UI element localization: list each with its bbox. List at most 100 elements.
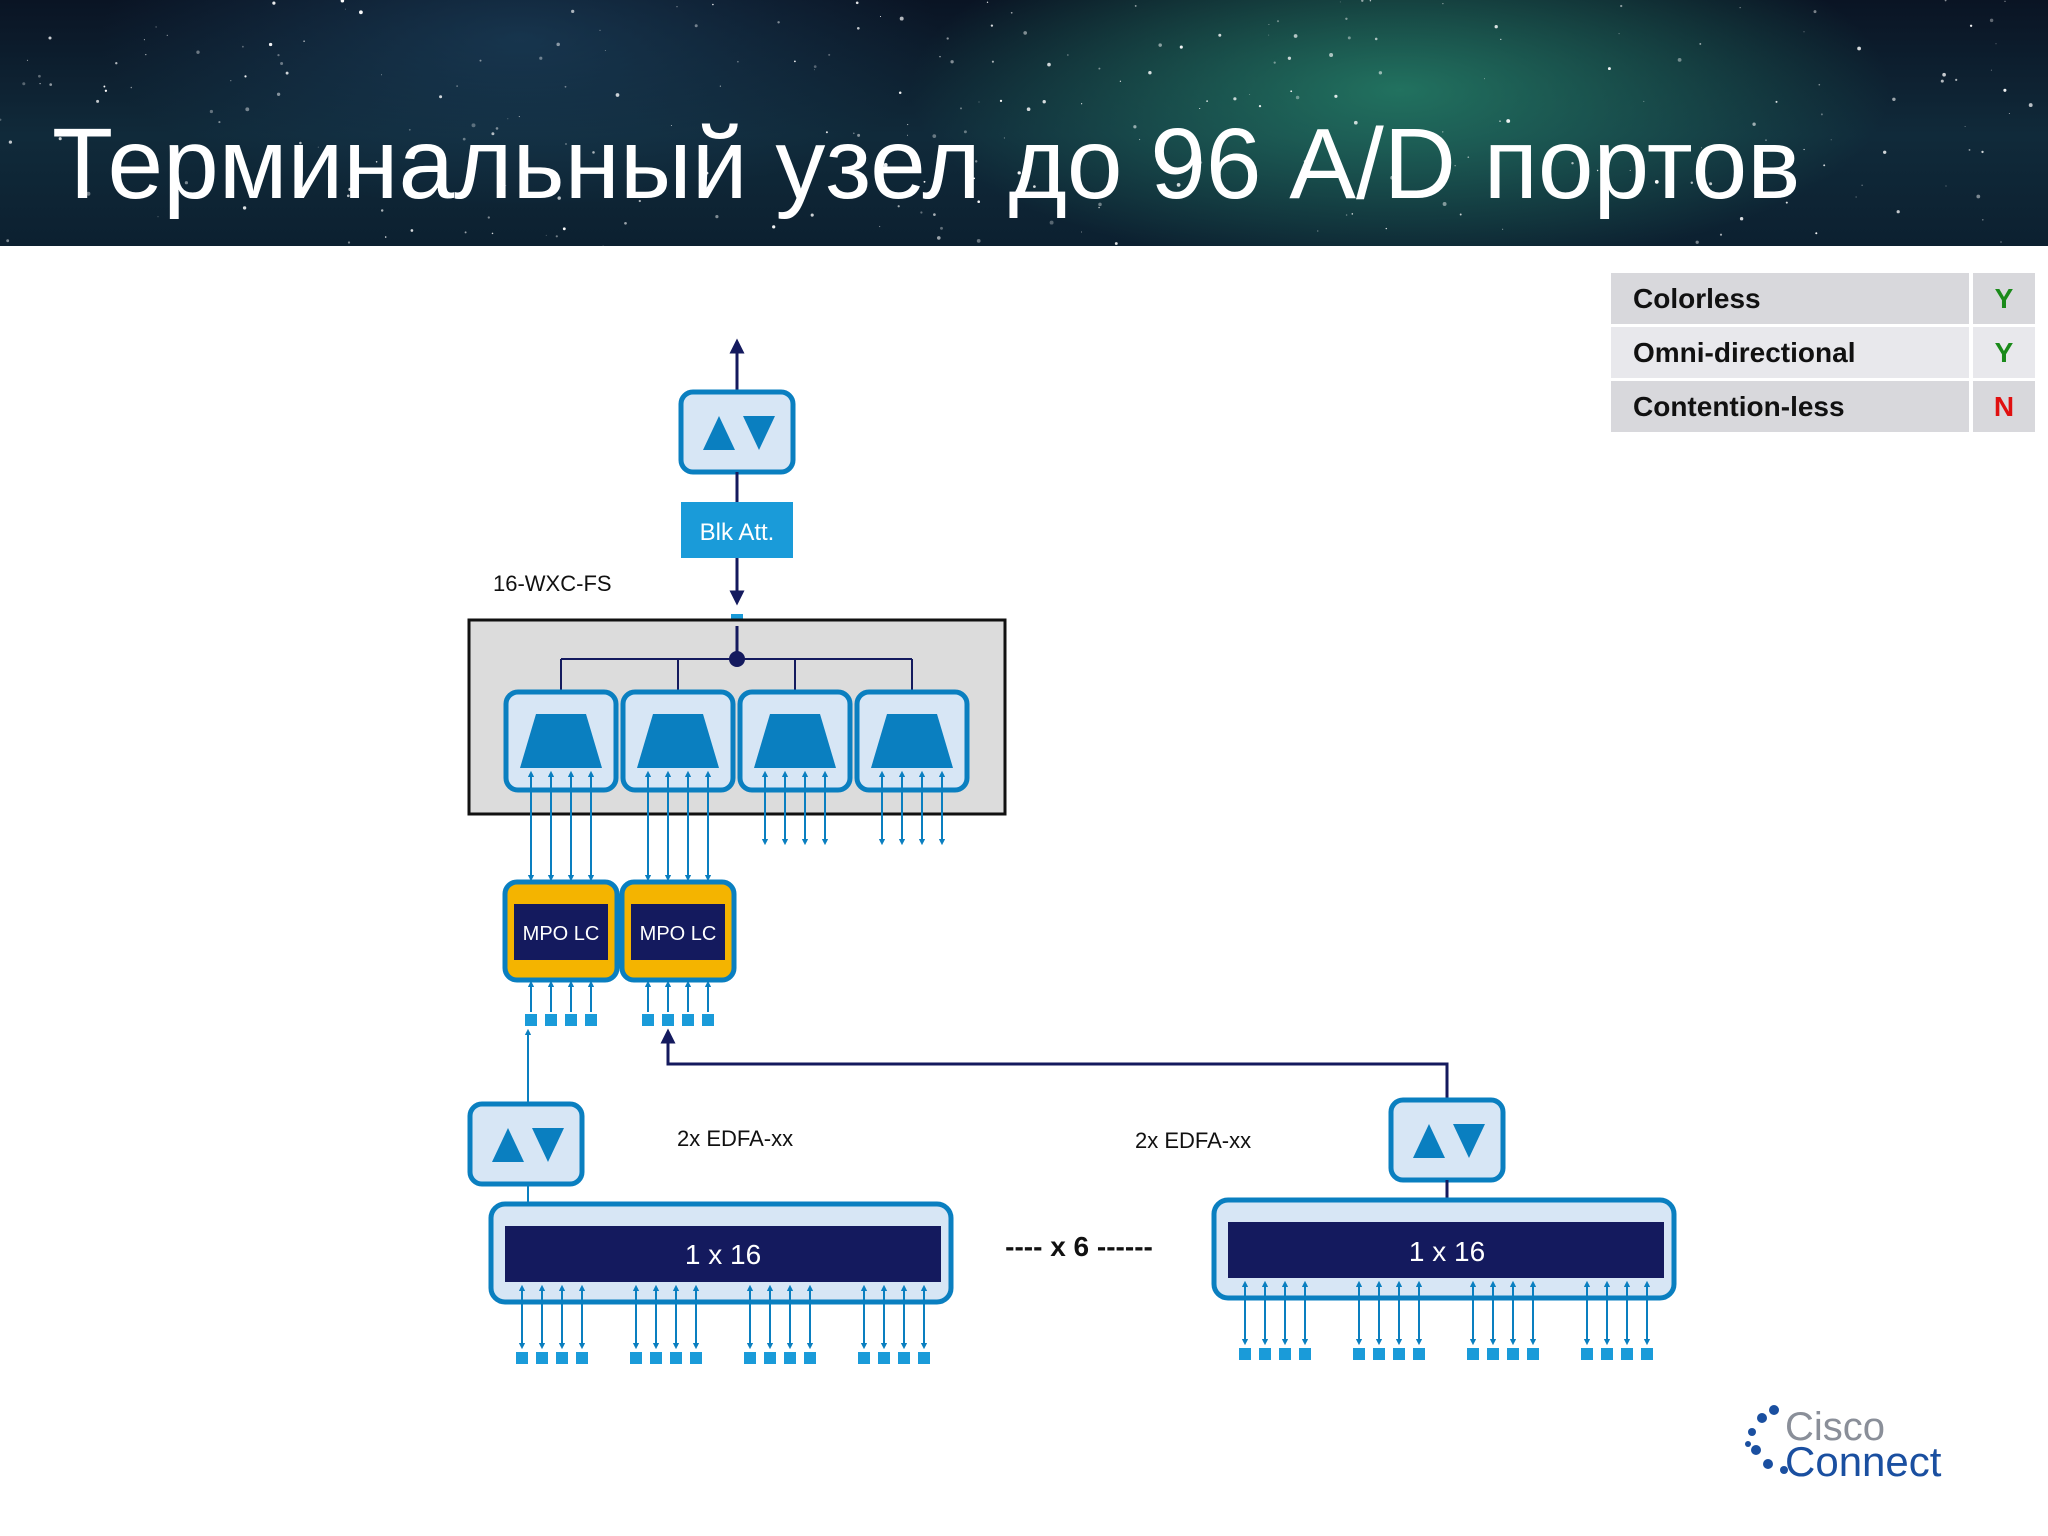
star xyxy=(1023,31,1028,35)
star xyxy=(299,141,302,145)
star xyxy=(184,181,188,185)
star xyxy=(1258,104,1262,108)
star xyxy=(1199,107,1201,110)
star xyxy=(1010,11,1013,14)
feature-name: Contention-less xyxy=(1611,381,1969,432)
star xyxy=(1803,148,1805,151)
star xyxy=(1385,227,1388,230)
star xyxy=(899,16,904,21)
star xyxy=(857,133,861,137)
star xyxy=(1500,38,1502,41)
star xyxy=(1139,138,1141,141)
star xyxy=(1494,25,1498,29)
star xyxy=(1158,43,1162,47)
star xyxy=(1620,4,1623,8)
star xyxy=(1818,83,1821,86)
star xyxy=(1334,94,1338,98)
feature-value: N xyxy=(1969,381,2035,432)
star xyxy=(883,163,888,167)
port-connector xyxy=(585,1014,597,1026)
star xyxy=(1459,213,1462,216)
star xyxy=(565,143,567,145)
star xyxy=(1499,120,1501,122)
star xyxy=(244,75,247,78)
star xyxy=(1442,2,1444,5)
star xyxy=(245,107,250,112)
star xyxy=(96,99,100,103)
logo-line2: Connect xyxy=(1785,1438,1942,1485)
star xyxy=(1148,71,1152,75)
star xyxy=(359,10,363,15)
star xyxy=(410,229,414,232)
star xyxy=(1982,219,1984,221)
star xyxy=(772,225,776,229)
star xyxy=(976,239,981,243)
star xyxy=(810,213,814,217)
title-banner: Терминальный узел до 96 A/D портов xyxy=(0,0,2048,246)
star xyxy=(624,221,627,225)
starfield-background xyxy=(0,0,2033,246)
star xyxy=(557,196,561,200)
port-connector xyxy=(702,1014,714,1026)
star xyxy=(22,82,26,86)
star xyxy=(196,50,200,54)
star xyxy=(1955,78,1958,81)
star xyxy=(1080,231,1083,233)
port-connector xyxy=(1299,1348,1311,1360)
star xyxy=(986,1,989,3)
star xyxy=(876,170,880,175)
star xyxy=(1820,113,1823,116)
feature-value: Y xyxy=(1969,273,2035,324)
star xyxy=(340,0,345,3)
star xyxy=(1883,150,1887,154)
star xyxy=(1049,220,1054,225)
star xyxy=(1176,183,1181,187)
star xyxy=(670,124,672,127)
star xyxy=(564,85,567,88)
feature-name: Colorless xyxy=(1611,273,1969,324)
star xyxy=(1369,0,1372,2)
edfa-label-left: 2x EDFA-xx xyxy=(677,1126,793,1151)
star xyxy=(276,92,281,96)
star xyxy=(705,171,709,175)
mpo-port-lines xyxy=(525,980,714,1026)
port-connector xyxy=(1527,1348,1539,1360)
star xyxy=(1378,71,1383,75)
star xyxy=(1374,37,1378,41)
port-connector xyxy=(1279,1348,1291,1360)
star xyxy=(49,83,53,86)
wss-module-icon xyxy=(740,692,850,790)
star xyxy=(1629,169,1631,171)
star xyxy=(1098,206,1100,209)
star xyxy=(1596,169,1599,172)
star xyxy=(1098,67,1101,70)
mpo-module-2-body xyxy=(631,904,725,960)
star xyxy=(1287,56,1292,60)
star xyxy=(907,134,908,136)
star xyxy=(1033,185,1036,188)
star xyxy=(1454,165,1456,167)
star xyxy=(1579,179,1583,183)
star xyxy=(86,191,91,196)
port-connector xyxy=(516,1352,528,1364)
star xyxy=(155,26,157,28)
star xyxy=(1081,103,1083,105)
star xyxy=(555,235,558,238)
star xyxy=(990,24,994,27)
star xyxy=(491,232,494,235)
star xyxy=(1206,100,1208,102)
star xyxy=(166,34,168,37)
star xyxy=(258,177,263,181)
star xyxy=(715,215,719,219)
star xyxy=(380,209,384,212)
star xyxy=(712,3,714,6)
star xyxy=(1695,240,1699,244)
star xyxy=(719,85,721,87)
cisco-dots-icon xyxy=(1745,1405,1788,1474)
port-connector xyxy=(898,1352,910,1364)
port-connector xyxy=(650,1352,662,1364)
star xyxy=(242,45,244,48)
star xyxy=(1317,230,1319,232)
star xyxy=(2000,241,2002,243)
